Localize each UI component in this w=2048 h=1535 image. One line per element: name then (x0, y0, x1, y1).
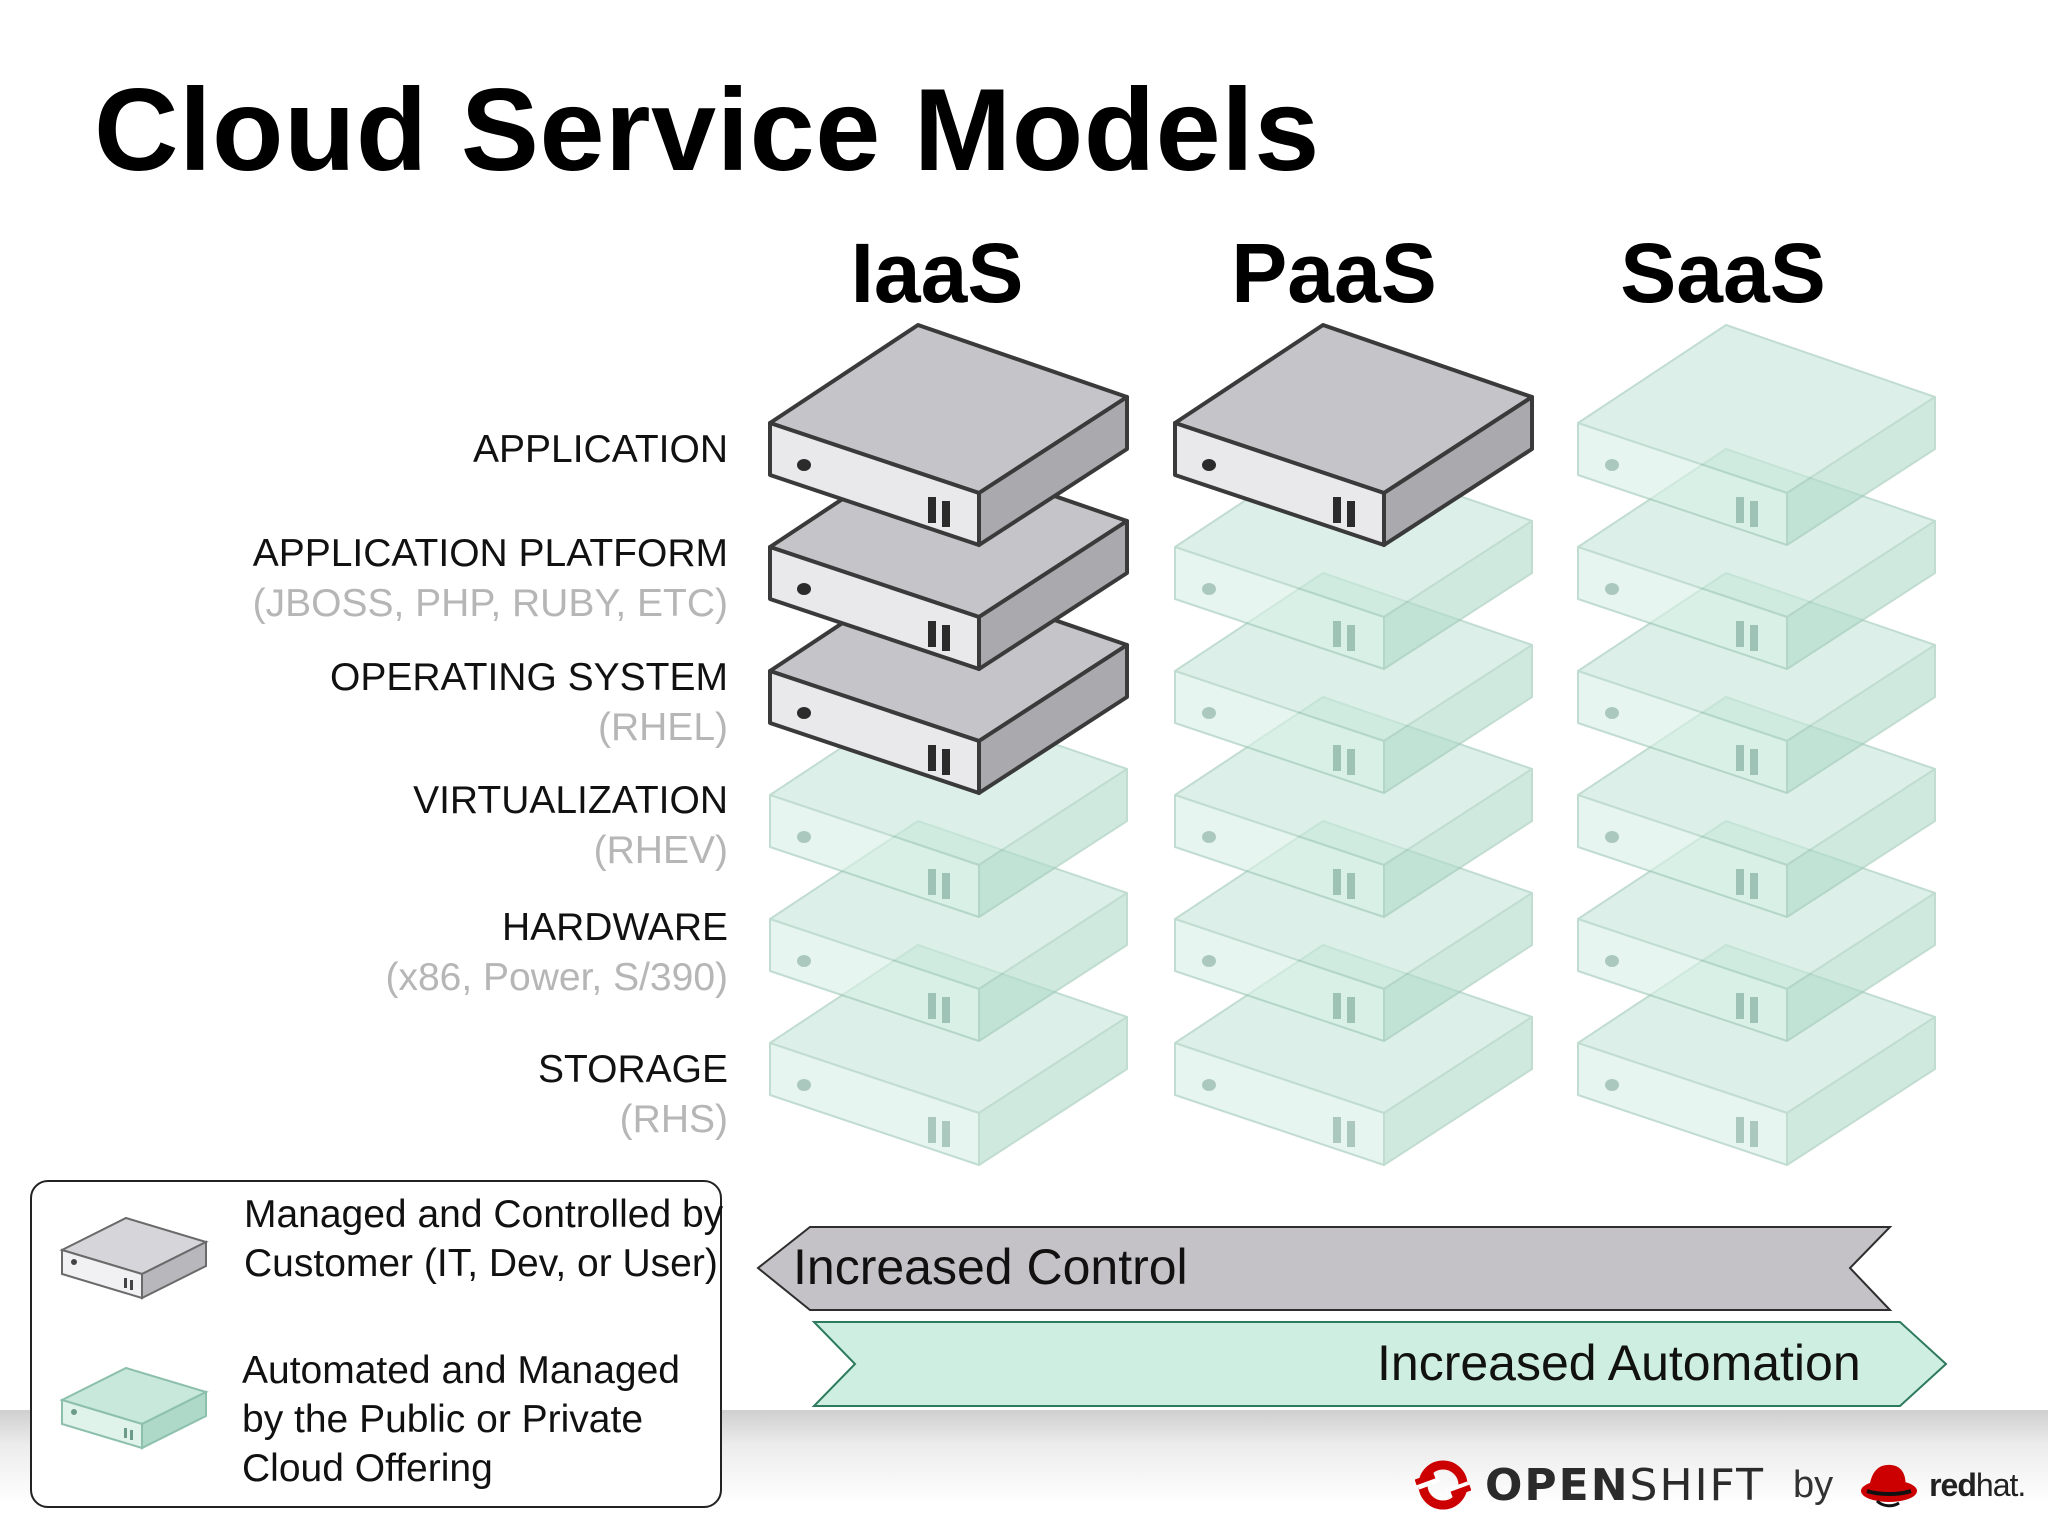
layer-subtitle: (JBOSS, PHP, RUBY, ETC) (252, 582, 728, 625)
slide-title: Cloud Service Models (94, 64, 1320, 195)
column-heading-paas: PaaS (1231, 226, 1437, 320)
layer-subtitle: (RHEV) (593, 829, 728, 872)
increased-control-label: Increased Control (793, 1239, 1188, 1295)
brand-footer: OPENSHIFT by redhat. (1415, 1455, 2026, 1515)
saas-server-0 (1577, 324, 1936, 546)
paas-server-0 (1173, 323, 1534, 547)
layer-label-storage: STORAGE (RHS) (538, 1045, 728, 1145)
openshift-wordmark: OPENSHIFT (1485, 1459, 1765, 1511)
increased-automation-arrow (811, 1321, 1948, 1407)
redhat-wordmark: redhat. (1929, 1466, 2026, 1503)
layer-name: APPLICATION PLATFORM (252, 532, 728, 575)
layer-subtitle: (RHEL) (597, 706, 728, 749)
layer-name: VIRTUALIZATION (413, 779, 728, 822)
openshift-logo-icon (1415, 1460, 1471, 1510)
layer-label-application-platform: APPLICATION PLATFORM (JBOSS, PHP, RUBY, … (253, 529, 728, 629)
layer-subtitle: (RHS) (619, 1098, 728, 1141)
increased-automation-label: Increased Automation (1377, 1335, 1861, 1391)
layer-name: APPLICATION (472, 428, 728, 471)
layer-name: OPERATING SYSTEM (330, 656, 728, 699)
layer-name: HARDWARE (501, 906, 728, 949)
brand-by: by (1792, 1463, 1834, 1506)
cloud-server-icon (59, 1366, 209, 1450)
customer-server-icon (59, 1216, 209, 1300)
legend-customer-text: Managed and Controlled by Customer (IT, … (244, 1193, 724, 1285)
layer-label-application: APPLICATION (473, 425, 728, 475)
redhat-logo-icon (1861, 1464, 1918, 1508)
layer-label-hardware: HARDWARE (x86, Power, S/390) (385, 903, 728, 1003)
increased-control-arrow (756, 1226, 1893, 1311)
iaas-server-0 (768, 323, 1129, 547)
layer-label-operating-system: OPERATING SYSTEM (RHEL) (330, 653, 728, 753)
layer-label-virtualization: VIRTUALIZATION (RHEV) (413, 776, 728, 876)
layer-subtitle: (x86, Power, S/390) (385, 956, 728, 999)
legend-cloud-text: Automated and Managed by the Public or P… (242, 1349, 680, 1490)
layer-name: STORAGE (538, 1048, 728, 1091)
legend: Managed and Controlled by Customer (IT, … (30, 1180, 724, 1508)
column-heading-iaas: IaaS (850, 226, 1024, 320)
column-heading-saas: SaaS (1620, 226, 1826, 320)
